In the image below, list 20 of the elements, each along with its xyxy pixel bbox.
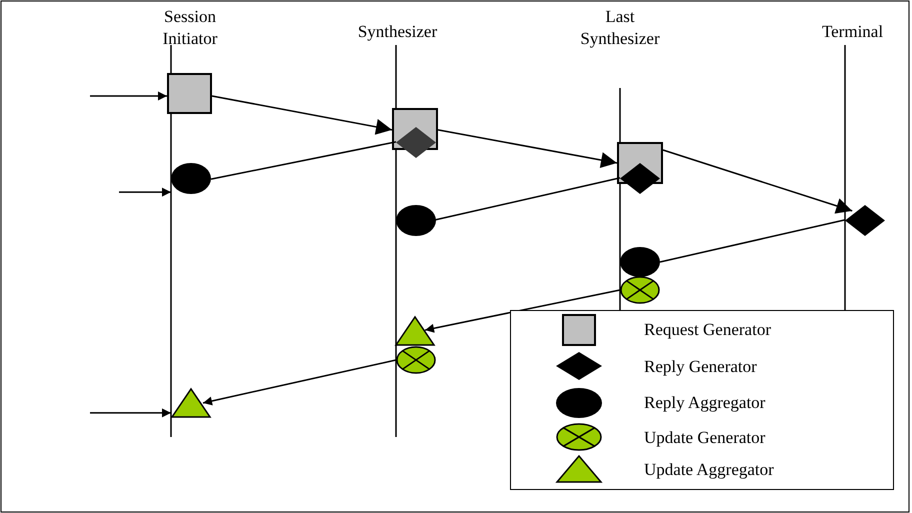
arrow — [90, 408, 171, 418]
arrow — [90, 91, 167, 100]
arrow — [424, 289, 620, 333]
connector-line — [435, 177, 620, 221]
legend-label: Update Aggregator — [644, 460, 774, 480]
arrow — [212, 95, 392, 135]
legend-label: Request Generator — [644, 320, 771, 340]
arrow — [662, 149, 852, 214]
arrow — [438, 129, 618, 168]
connector-line — [210, 141, 396, 180]
legend-label: Reply Generator — [644, 357, 757, 377]
legend-label: Update Generator — [644, 428, 766, 448]
lifeline-heading: Last Synthesizer — [579, 6, 661, 50]
arrow — [202, 359, 396, 406]
lifeline-heading: Synthesizer — [356, 21, 438, 43]
arrow — [119, 188, 171, 197]
lifeline-heading: Terminal — [820, 21, 884, 43]
connector-line — [660, 219, 846, 263]
legend-label: Reply Aggregator — [644, 393, 766, 413]
lifeline-heading: Session Initiator — [162, 6, 218, 50]
